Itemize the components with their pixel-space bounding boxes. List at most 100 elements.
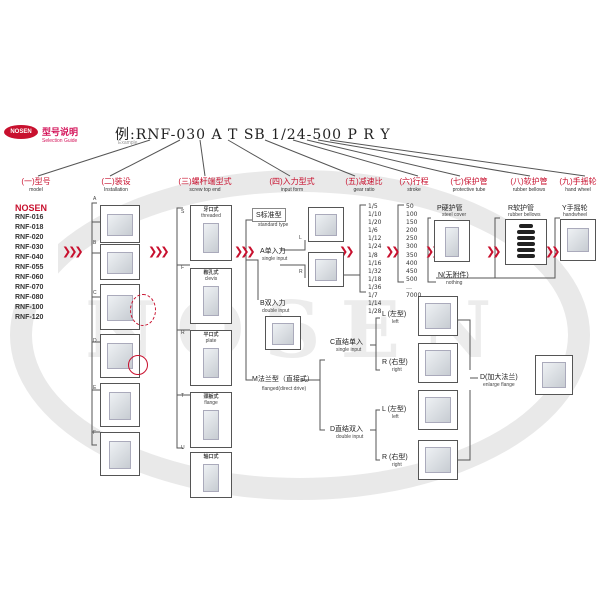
screw-code-f: F — [181, 265, 185, 271]
list-item: RNF-018 — [15, 224, 44, 231]
list-item: RNF-040 — [15, 254, 44, 261]
install-label-a: A — [93, 196, 97, 202]
wheel-option[interactable]: Y手摇轮 — [562, 205, 588, 212]
tube-none[interactable]: N(无附件) — [438, 272, 469, 279]
input-right-1-en: right — [392, 367, 402, 373]
arrow-icon: ❯❯❯ — [62, 245, 84, 258]
input-d-double-en: double input — [336, 434, 364, 440]
ratio-item: 1/12 — [368, 235, 382, 243]
detail-circle — [128, 355, 148, 375]
tube-steel-image[interactable] — [434, 220, 470, 262]
install-option-b[interactable] — [100, 244, 140, 280]
bellows-image[interactable] — [505, 219, 547, 265]
input-d-double[interactable]: D直结双入 — [330, 426, 364, 433]
input-r-image[interactable] — [308, 252, 344, 287]
input-motor[interactable]: M法兰型（直接式） — [252, 376, 314, 383]
stroke-item: 300 — [406, 243, 418, 251]
screw-option-u[interactable]: 轴口式 — [190, 452, 232, 498]
stroke-item: … — [406, 283, 412, 291]
double-left-image[interactable] — [418, 390, 458, 430]
stroke-item: 400 — [406, 259, 418, 267]
guide-title: 型号说明 — [42, 127, 79, 137]
bellows-icon — [517, 224, 535, 258]
bellows-option-en: rubber bellows — [508, 212, 541, 218]
input-left-1-en: left — [392, 319, 399, 325]
stroke-item: 350 — [406, 251, 418, 259]
install-option-f[interactable] — [100, 432, 140, 476]
input-l-image[interactable] — [308, 207, 344, 242]
direct-right-image[interactable] — [418, 343, 458, 383]
list-item: RNF-070 — [15, 284, 44, 291]
list-item: RNF-020 — [15, 234, 44, 241]
ratio-item: 1/32 — [368, 267, 382, 275]
direct-left-image[interactable] — [418, 296, 458, 336]
install-option-c[interactable] — [100, 284, 140, 330]
ratio-item: 1/14 — [368, 300, 382, 308]
screw-code-t: T — [181, 393, 185, 399]
wheel-image[interactable] — [560, 219, 596, 261]
stroke-item: 250 — [406, 235, 418, 243]
arrow-icon: ❯❯❯ — [148, 245, 170, 258]
input-left-2-en: left — [392, 414, 399, 420]
double-right-image[interactable] — [418, 440, 458, 480]
ratio-item: 1/10 — [368, 211, 382, 219]
input-c-single[interactable]: C直结单入 — [330, 339, 364, 346]
ratio-item: 1/6 — [368, 227, 378, 235]
stroke-item: 500 — [406, 275, 418, 283]
ratio-item: 1/16 — [368, 259, 382, 267]
input-right-2[interactable]: R (右型) — [382, 454, 408, 461]
list-item: RNF-080 — [15, 294, 44, 301]
input-single[interactable]: A单入力 — [260, 248, 286, 255]
input-standard[interactable]: S标准型 — [252, 208, 286, 222]
model-code: 例:RNF-030 A T SB 1/24-500 P R Y — [115, 127, 391, 143]
ratio-item: 1/24 — [368, 243, 382, 251]
input-left-2[interactable]: L (左型) — [382, 406, 407, 413]
input-right-1[interactable]: R (右型) — [382, 359, 408, 366]
install-option-e[interactable] — [100, 383, 140, 427]
install-option-a[interactable] — [100, 205, 140, 243]
stroke-item: 7000 — [406, 292, 422, 300]
stroke-item: 100 — [406, 211, 418, 219]
screw-code-r: R — [181, 330, 185, 336]
detail-circle — [130, 294, 156, 326]
tube-steel[interactable]: P硬护管 — [437, 205, 463, 212]
input-double-image[interactable] — [265, 316, 301, 350]
guide-subtitle: Selection Guide — [42, 138, 78, 144]
flange-option[interactable]: D(加大法兰) — [480, 374, 518, 381]
input-left-1[interactable]: L (左型) — [382, 311, 407, 318]
bellows-option[interactable]: R软护管 — [508, 205, 535, 212]
input-c-single-en: single input — [336, 347, 362, 353]
list-item: RNF-055 — [15, 264, 44, 271]
model-list: NOSEN RNF-016 RNF-018 RNF-020 RNF-030 RN… — [12, 202, 58, 321]
input-double[interactable]: B双入力 — [260, 300, 286, 307]
ratio-item: 1/36 — [368, 283, 382, 291]
arrow-icon: ❯❯ — [545, 245, 561, 258]
list-item: RNF-016 — [15, 214, 44, 221]
list-item: RNF-120 — [15, 314, 44, 321]
ratio-item: 1/5 — [368, 203, 378, 210]
screw-code-u: U — [181, 445, 185, 451]
model-list-head: NOSEN — [15, 203, 48, 213]
stroke-item: 200 — [406, 227, 418, 235]
ratio-item: 1/28 — [368, 308, 382, 316]
stroke-list: 50 100 150 200 250 300 350 400 450 500 …… — [406, 203, 421, 300]
flange-image[interactable] — [535, 355, 573, 395]
arrow-icon: ❯❯ — [385, 245, 401, 258]
ratio-item: 1/8 — [368, 251, 378, 259]
arrow-icon: ❯❯ — [486, 245, 502, 258]
input-double-en: double input — [262, 308, 290, 314]
tube-none-en: nothing — [446, 280, 463, 286]
input-right-2-en: right — [392, 462, 402, 468]
install-label-c: C — [93, 290, 97, 296]
